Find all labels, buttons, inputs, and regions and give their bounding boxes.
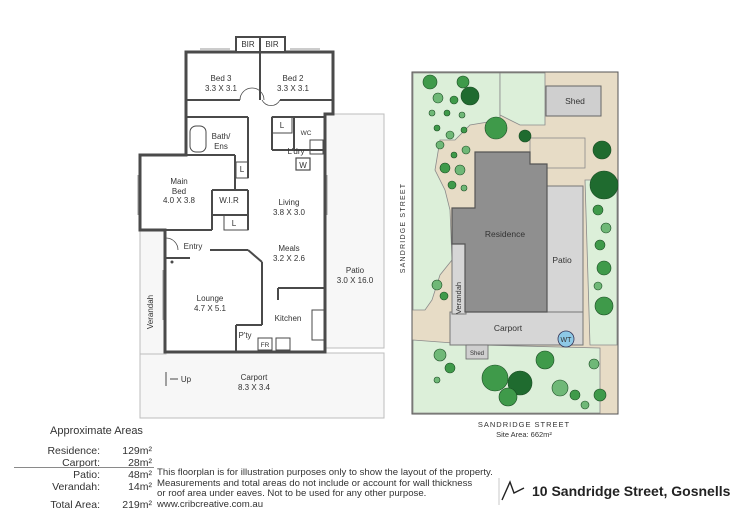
disclaimer: This floorplan is for illustration purpo… [157,467,502,510]
site-area-label: Site Area: 662m² [496,430,552,439]
site-label-water-tank: WT [561,337,573,344]
site-label-carport: Carport [494,323,523,333]
north-arrow-icon [501,480,525,501]
washer-box [295,157,311,171]
room-label-patio: Patio [346,266,365,275]
kitchen-bench [311,309,326,341]
website-link[interactable]: www.cribcreative.com.au [157,498,264,510]
room-label-bed2: Bed 2 [283,74,304,83]
room-size-main: 4.0 X 3.8 [163,196,196,205]
site-label-verandah: Verandah [454,282,463,314]
room-label-pantry: P'ty [238,331,251,340]
area-value: 14m² [128,481,152,493]
carport-area [139,352,385,419]
room-label-kitchen: Kitchen [275,314,302,323]
room-label-l2: L [240,165,245,174]
room-label-lounge: Lounge [197,294,224,303]
room-label-bed3: Bed 3 [211,74,232,83]
room-label-w: W [299,161,307,170]
linen-cupboard-3 [223,214,249,231]
area-label: Patio: [73,469,100,481]
area-label: Carport: [62,457,100,469]
areas-divider [14,467,154,468]
property-address: 10 Sandridge Street, Gosnells [532,483,731,499]
room-label-bath: Bath/ [212,132,231,141]
bir-box-2 [259,36,286,53]
areas-heading: Approximate Areas [50,425,143,437]
house-outline [138,50,335,354]
patio-roof [542,185,584,317]
oven [275,337,291,351]
area-row: Residence: 129m² [14,445,152,457]
room-size-meals: 3.2 X 2.6 [273,254,306,263]
area-value: 28m² [128,457,152,469]
room-label-up: Up [181,375,192,384]
room-label-main: Main [170,177,187,186]
room-label-fr: FR [261,342,270,349]
room-size-carport: 8.3 X 3.4 [238,383,271,392]
area-row: Carport: 28m² [14,457,152,469]
room-size-bed3: 3.3 X 3.1 [205,84,238,93]
trees [422,74,619,410]
site-label-residence: Residence [485,229,525,239]
verandah-area [139,229,167,355]
room-label-carport: Carport [241,373,268,382]
floor-plan [137,36,385,419]
room-size-living: 3.8 X 3.0 [273,208,306,217]
room-label-laundry: L'dry [287,147,304,156]
bathtub [189,125,207,153]
room-size-lounge: 4.7 X 5.1 [194,304,227,313]
laundry-trough [309,139,324,155]
small-shed [465,344,489,360]
site-plan-labels: Shed Residence Patio Verandah Carport WT… [400,96,585,439]
room-label-ens: Ens [214,142,228,151]
area-total-label: Total Area: [50,499,100,511]
area-label: Verandah: [52,481,100,493]
disclaimer-line: This floorplan is for illustration purpo… [157,467,493,478]
room-label-meals: Meals [278,244,299,253]
room-label-bed: Bed [172,187,186,196]
shed-building [545,85,602,117]
disclaimer-line: or roof area under eaves. Not to be used… [157,488,427,500]
lawn-rear [499,72,546,126]
fridge-recess [257,337,273,351]
site-label-patio: Patio [552,255,572,265]
site-label-shed: Shed [565,96,585,106]
street-label-side: SANDRIDGE STREET [400,183,407,273]
area-row-total: Total Area: 219m² [14,499,152,511]
room-label-l3: L [232,219,237,228]
room-size-bed2: 3.3 X 3.1 [277,84,310,93]
room-label-l1: L [280,121,285,130]
room-label-bir-2: BIR [265,40,279,49]
approximate-areas: Approximate Areas Residence: 129m² Carpo… [14,425,152,511]
room-label-living: Living [279,198,300,207]
patio-area [324,113,385,349]
area-row: Verandah: 14m² [14,481,152,493]
area-label: Residence: [47,445,100,457]
area-value: 129m² [122,445,152,457]
site-label-small-shed: Shed [470,351,484,357]
floor-plan-labels: BIR BIR Bed 3 3.3 X 3.1 Bed 2 3.3 X 3.1 … [146,40,374,392]
area-value: 48m² [128,469,152,481]
street-label-bottom: SANDRIDGE STREET [478,420,570,429]
room-size-patio: 3.0 X 16.0 [337,276,374,285]
room-label-wir: W.I.R [219,196,239,205]
area-row: Patio: 48m² [14,469,152,481]
linen-cupboard-2 [271,116,293,134]
linen-cupboard-1 [235,161,249,179]
water-tank [557,330,575,348]
room-label-verandah: Verandah [146,295,155,329]
paving-strip [529,137,586,169]
room-label-wc: WC [301,130,312,137]
area-total-value: 219m² [122,499,152,511]
disclaimer-line: Measurements and total areas do not incl… [157,477,473,489]
site-plan [411,71,619,415]
room-label-bir-1: BIR [241,40,255,49]
room-label-entry: Entry [184,242,203,251]
residence-roof [451,151,548,313]
